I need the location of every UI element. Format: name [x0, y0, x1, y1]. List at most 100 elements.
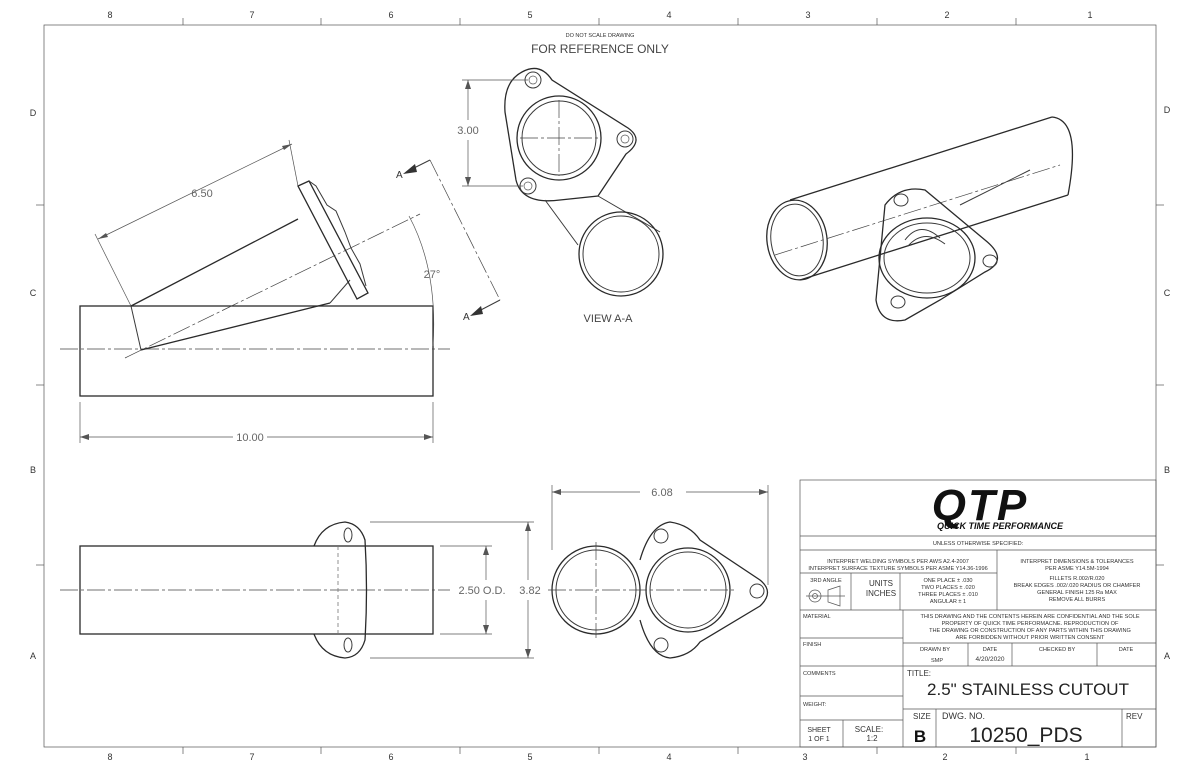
zone-number: 6 [388, 10, 393, 20]
top-view: 2.50 O.D. 3.82 [60, 521, 541, 659]
drawn-by-value: SMP [931, 658, 943, 664]
angle-arc [408, 215, 435, 347]
checked-by-label: CHECKED BY [1039, 647, 1076, 653]
angle-projection-label: 3RD ANGLE [810, 578, 842, 584]
finish-label: FINISH [803, 642, 821, 648]
scale-label: SCALE: [855, 725, 883, 734]
third-angle-symbol-icon [806, 585, 845, 607]
zone-number: 3 [802, 752, 807, 762]
welding-note-2: INTERPRET SURFACE TEXTURE SYMBOLS PER AS… [808, 566, 987, 572]
finish-note-2: BREAK EDGES .002/.020 RADIUS OR CHAMFER [1014, 583, 1141, 589]
tolerance-4: ANGULAR ± 1 [930, 599, 966, 605]
zone-letter: B [30, 465, 36, 475]
zone-numbers-bottom: 8 7 6 5 4 3 2 1 [107, 752, 1089, 762]
zone-number: 2 [942, 752, 947, 762]
branch-tube-edge [130, 218, 299, 307]
title-block: QTP QUICK TIME PERFORMANCE UNLESS OTHERW… [799, 479, 1157, 748]
side-view-flange [639, 521, 769, 659]
rev-label: REV [1126, 712, 1143, 721]
size-value: B [914, 727, 926, 746]
confidential-2: PROPERTY OF QUICK TIME PERFORMACNE. REPR… [942, 621, 1119, 627]
zone-letter: C [1164, 288, 1171, 298]
welding-note-1: INTERPRET WELDING SYMBOLS PER AWS A2.4-2… [827, 559, 969, 565]
zone-letter: D [1164, 105, 1171, 115]
zone-number: 3 [805, 10, 810, 20]
zone-number: 1 [1084, 752, 1089, 762]
dim-6-08: 6.08 [651, 487, 672, 499]
scale-value: 1:2 [866, 734, 878, 743]
sheet-value: 1 OF 1 [808, 736, 830, 743]
top-view-flange [313, 521, 368, 659]
dwg-no-value: 10250_PDS [969, 724, 1082, 747]
reference-note: FOR REFERENCE ONLY [531, 42, 669, 56]
qtp-logo: QTP QUICK TIME PERFORMANCE [932, 481, 1064, 531]
dim-2-50-od: 2.50 O.D. [458, 585, 505, 597]
zone-number: 5 [527, 752, 532, 762]
flange [297, 180, 369, 300]
drawn-by-label: DRAWN BY [920, 647, 950, 653]
bolt-hole [890, 295, 906, 309]
confidential-3: THE DRAWING OR CONSTRUCTION OF ANY PARTS… [929, 628, 1131, 634]
finish-note-3: GENERAL FINISH 125 Ra MAX [1037, 590, 1117, 596]
zone-number: 4 [666, 752, 671, 762]
confidential-4: ARE FORBIDDEN WITHOUT PRIOR WRITTEN CONS… [956, 635, 1105, 641]
section-flange [504, 67, 637, 202]
dim-3-82: 3.82 [519, 585, 540, 597]
zone-number: 5 [527, 10, 532, 20]
tolerance-2: TWO PLACES ± .020 [921, 585, 975, 591]
units-value: INCHES [866, 589, 896, 598]
zone-letter: A [1164, 651, 1170, 661]
units-label: UNITS [869, 579, 893, 588]
date-label: DATE [983, 647, 998, 653]
branch-centerline [124, 213, 421, 359]
size-label: SIZE [913, 712, 931, 721]
dims-note-2: PER ASME Y14.5M-1994 [1045, 566, 1109, 572]
do-not-scale-note: DO NOT SCALE DRAWING [566, 33, 635, 39]
zone-letters-right: D C B A [1164, 105, 1171, 661]
zone-number: 7 [249, 752, 254, 762]
logo-tagline: QUICK TIME PERFORMANCE [937, 521, 1064, 531]
weight-label: WEIGHT: [803, 702, 827, 708]
dims-note-1: INTERPRET DIMENSIONS & TOLERANCES [1020, 559, 1133, 565]
section-tube-end [578, 211, 664, 297]
logo-text: QTP [932, 481, 1028, 530]
section-marker-top: A [396, 170, 403, 181]
date-value: 4/20/2020 [976, 656, 1005, 663]
zone-letter: D [30, 108, 37, 118]
finish-note-1: FILLETS R.002/R.020 [1049, 576, 1104, 582]
iso-flange [875, 188, 999, 322]
section-line [429, 159, 501, 301]
zone-letter: A [30, 651, 36, 661]
dim-10-00: 10.00 [236, 432, 264, 444]
finish-note-4: REMOVE ALL BURRS [1049, 597, 1106, 603]
dwg-no-label: DWG. NO. [942, 711, 985, 721]
zone-letter: C [30, 288, 37, 298]
zone-number: 1 [1087, 10, 1092, 20]
tolerance-3: THREE PLACES ± .010 [918, 592, 978, 598]
main-tube [79, 305, 434, 397]
bolt-hole [982, 254, 998, 268]
date2-label: DATE [1119, 647, 1134, 653]
isometric-view [766, 116, 1074, 322]
material-label: MATERIAL [803, 614, 831, 620]
title-label: TITLE: [907, 669, 931, 678]
sheet-label: SHEET [807, 727, 831, 734]
bolt-hole [893, 193, 909, 207]
section-view-label: VIEW A-A [584, 313, 634, 325]
bolt-hole [616, 130, 634, 148]
zone-number: 4 [666, 10, 671, 20]
section-marker-bottom: A [463, 312, 470, 323]
zone-number: 7 [249, 10, 254, 20]
section-view-a-a: 3.00 VIEW A-A [457, 67, 664, 325]
comments-label: COMMENTS [803, 671, 836, 677]
zone-numbers-top: 8 7 6 5 4 3 2 1 [107, 10, 1092, 20]
dim-6-50: 6.50 [191, 188, 212, 200]
zone-number: 8 [107, 10, 112, 20]
front-view: 6.50 27° A A 10.00 [60, 139, 501, 444]
zone-letters-left: D C B A [30, 108, 37, 661]
confidential-1: THIS DRAWING AND THE CONTENTS HEREIN ARE… [920, 614, 1139, 620]
unless-note: UNLESS OTHERWISE SPECIFIED: [933, 541, 1024, 547]
tolerance-1: ONE PLACE ± .030 [923, 578, 972, 584]
side-view: 6.08 [548, 485, 769, 659]
